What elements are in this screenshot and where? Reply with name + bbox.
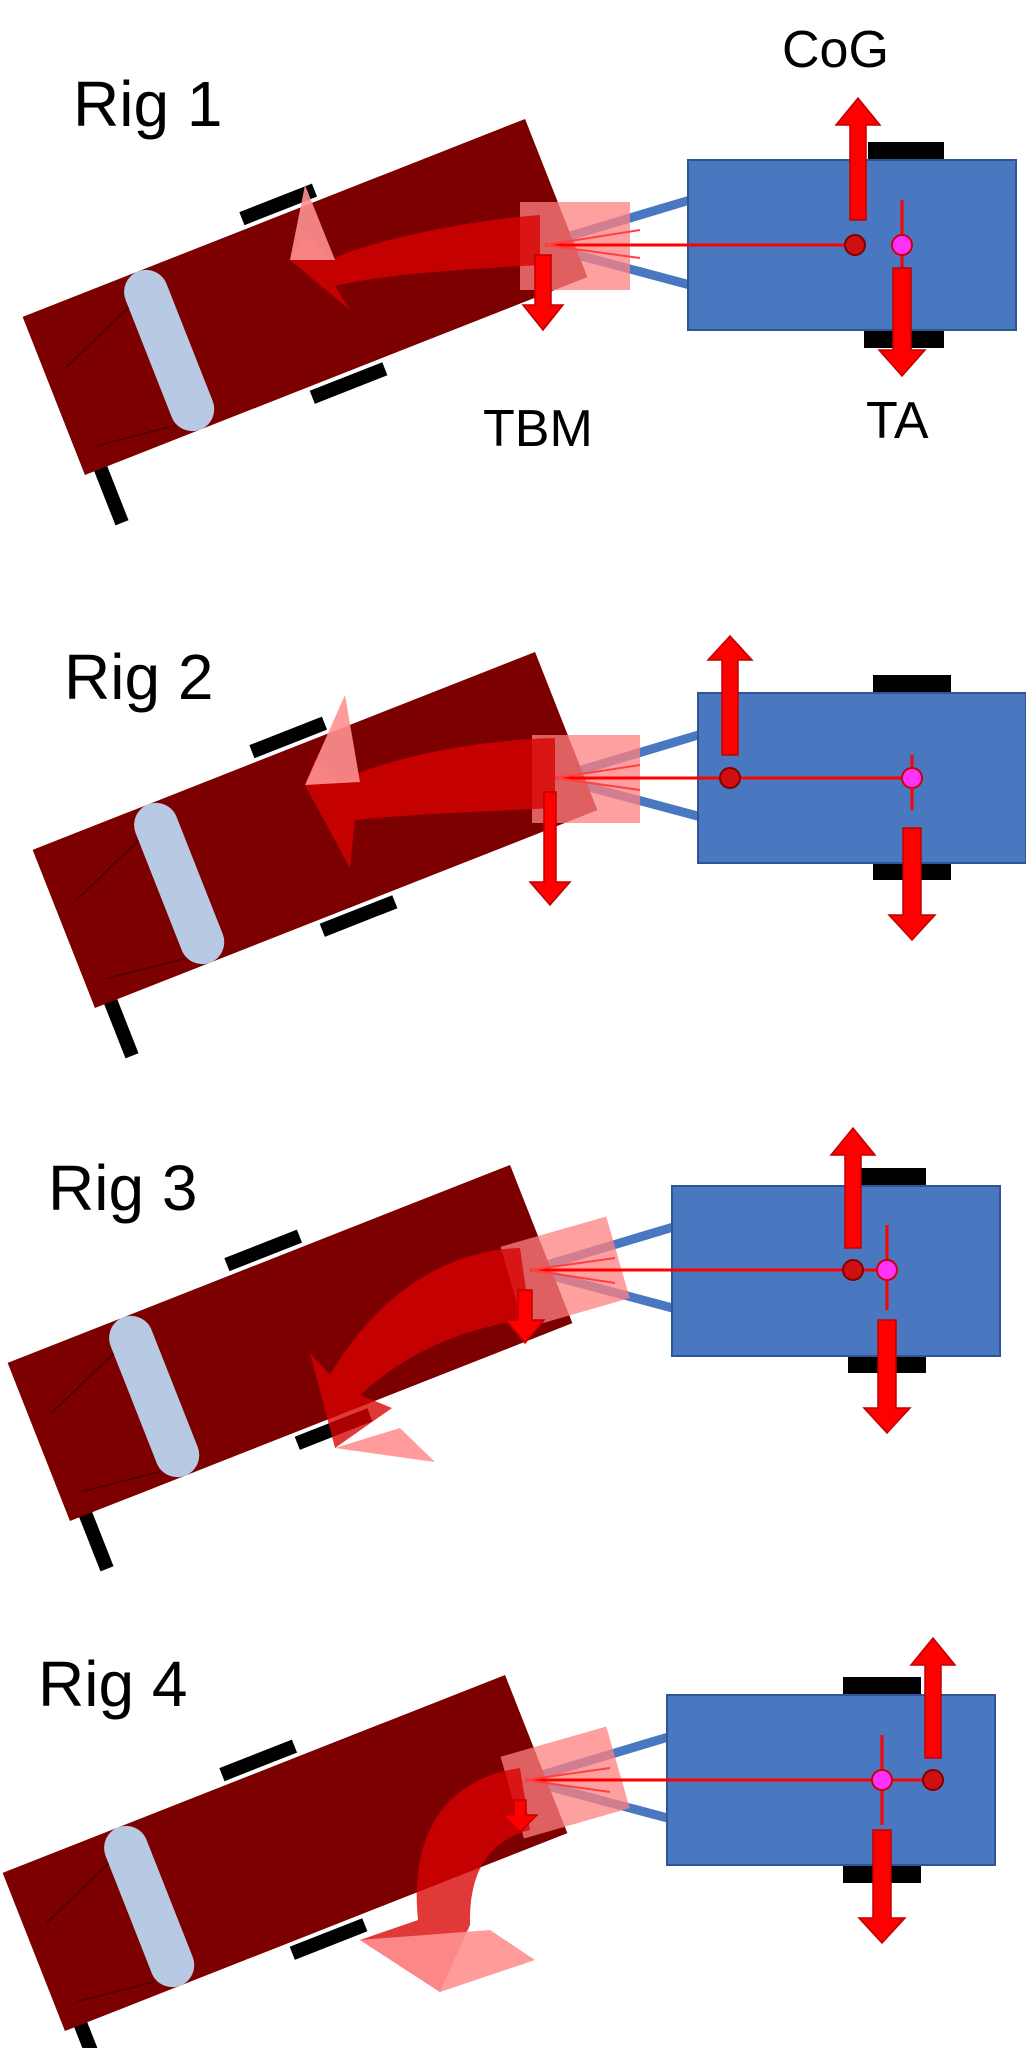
moment-arrow-icon	[360, 1768, 530, 1992]
rig-3: Rig 3	[0, 1126, 1001, 1576]
cog-icon	[922, 1769, 944, 1791]
cog-force-arrow-icon	[829, 1126, 877, 1249]
ta-icon	[891, 234, 913, 256]
moment-arrow-icon	[310, 1248, 530, 1448]
force-lines	[501, 1636, 957, 1945]
rig-4: Rig 4	[0, 1636, 996, 2048]
moment-arrow-back-icon	[335, 1428, 435, 1462]
ta-icon	[876, 1259, 898, 1281]
moment-arrow-icon	[290, 215, 540, 310]
moment-arrow-back-icon	[290, 185, 335, 260]
rig-title: Rig 4	[38, 1648, 187, 1720]
ta-force-arrow-icon	[862, 1319, 912, 1435]
force-lines	[504, 1126, 912, 1435]
cog-force-arrow-icon	[834, 96, 882, 221]
rig-title: Rig 1	[73, 68, 222, 140]
moment-arrow-back-icon	[305, 695, 360, 785]
ta-force-arrow-icon	[857, 1829, 907, 1945]
tbm-force-arrow-icon	[501, 1799, 539, 1834]
cog-icon	[842, 1259, 864, 1281]
rig-title: Rig 3	[48, 1152, 197, 1224]
rig-2: Rig 2	[25, 634, 1026, 1063]
cog-icon	[844, 234, 866, 256]
cog-force-arrow-icon	[706, 634, 754, 756]
hitch-box	[500, 1726, 630, 1839]
cog-label: CoG	[782, 21, 889, 79]
towing-vehicle	[15, 101, 610, 530]
ta-icon	[871, 1769, 893, 1791]
cog-force-arrow-icon	[909, 1636, 957, 1759]
ta-force-arrow-icon	[877, 267, 927, 378]
rig-1: Rig 1 CoG TBM TA	[15, 21, 1017, 530]
hitch-box	[500, 1216, 630, 1329]
ta-icon	[901, 767, 923, 789]
tbm-force-arrow-icon	[521, 254, 565, 332]
moment-arrow-icon	[305, 738, 555, 868]
ta-label: TA	[866, 392, 929, 450]
moment-arrow-back-icon	[360, 1930, 535, 1992]
cog-icon	[719, 767, 741, 789]
tbm-force-arrow-icon	[504, 1289, 546, 1345]
ta-force-arrow-icon	[887, 827, 937, 942]
force-lines	[528, 634, 937, 942]
force-lines	[521, 96, 927, 378]
tbm-force-arrow-icon	[528, 791, 572, 907]
tbm-label: TBM	[483, 400, 593, 458]
rig-title: Rig 2	[64, 641, 213, 713]
